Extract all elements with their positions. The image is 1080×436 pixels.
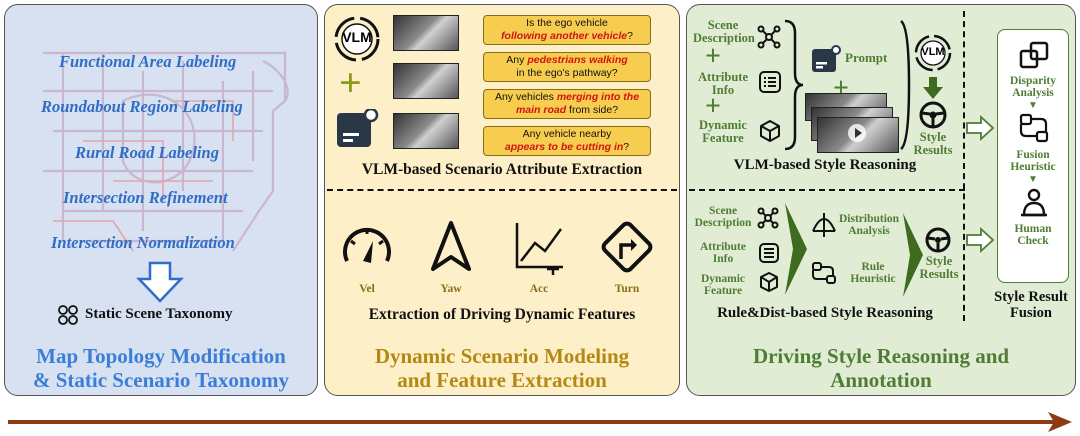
human-check-label: Human Check [1014, 223, 1052, 247]
top-dynamic-feature-label: Dynamic Feature [699, 118, 747, 145]
vlm-style-caption: VLM-based Style Reasoning [733, 157, 917, 173]
bottom-style-results-label: Style Results [919, 254, 959, 281]
list-icon [759, 71, 781, 93]
question-merging: Any vehicles merging into the main road … [483, 89, 651, 119]
cube-icon [760, 120, 780, 142]
map-topology-panel: Functional Area Labeling Roundabout Regi… [4, 4, 318, 396]
panel3-title-line1: Driving Style Reasoning and [752, 344, 1010, 368]
play-icon [848, 124, 866, 142]
attribute-extraction-caption: VLM-based Scenario Attribute Extraction [361, 161, 643, 178]
steering-wheel-icon [919, 101, 947, 129]
disparity-analysis-label: Disparity Analysis [1010, 75, 1056, 99]
turn-sign-icon [601, 221, 653, 273]
rule-style-caption: Rule&Dist-based Style Reasoning [717, 305, 933, 321]
rural-road-label: Rural Road Labeling [75, 143, 219, 162]
feature-turn-label: Turn [614, 283, 640, 295]
fusion-box [997, 29, 1069, 283]
plus-icon: + [705, 91, 721, 122]
acceleration-icon [515, 223, 563, 275]
chevron-arrow-icon [785, 203, 807, 295]
fusion-caption: Style Result Fusion [994, 289, 1068, 321]
taxonomy-label: Static Scene Taxonomy [85, 306, 233, 322]
pipeline-arrow [8, 412, 1072, 432]
feature-vel-label: Vel [359, 283, 375, 295]
down-arrow-icon: ▼ [1028, 100, 1038, 111]
vlm-badge-text: VLM [921, 46, 945, 58]
bottom-scene-description-label: Scene Description [694, 205, 752, 229]
scene-graph-icon [757, 207, 779, 229]
scene-thumbnail [393, 63, 459, 99]
functional-area-label: Functional Area Labeling [59, 52, 237, 71]
top-scene-description-label: Scene Description [693, 18, 755, 45]
dynamic-features-caption: Extraction of Driving Dynamic Features [368, 306, 636, 323]
roundabout-label: Roundabout Region Labeling [41, 97, 243, 116]
down-arrow-icon [136, 261, 184, 303]
top-attribute-info-label: Attribute Info [698, 70, 748, 97]
panel2-title-line1: Dynamic Scenario Modeling [374, 344, 630, 368]
list-icon [759, 243, 779, 263]
distribution-icon [812, 213, 836, 237]
speedometer-icon [343, 227, 391, 263]
rule-heuristic-icon [1019, 113, 1049, 143]
down-arrow-icon: ▼ [1028, 174, 1038, 185]
right-arrow-icon [966, 115, 995, 141]
road-map-image [43, 51, 289, 252]
prompt-doc-icon [812, 45, 841, 72]
human-check-icon [1021, 188, 1047, 217]
intersection-refinement-label: Intersection Refinement [63, 188, 228, 207]
vlm-icon [334, 16, 380, 62]
rule-heuristic-icon [812, 262, 836, 284]
vlm-icon [914, 34, 952, 72]
panel2-title-line2: and Feature Extraction [397, 368, 607, 392]
taxonomy-icon [58, 305, 78, 325]
right-brace-icon [900, 20, 911, 150]
cube-icon [760, 272, 778, 292]
yaw-icon [431, 221, 471, 271]
top-style-results-label: Style Results [913, 130, 953, 157]
panel3-v-divider [963, 11, 965, 321]
right-arrow-icon [966, 227, 995, 253]
plus-icon: + [705, 41, 721, 72]
plus-icon: + [339, 60, 362, 105]
scene-graph-icon [757, 25, 781, 49]
prompt-label: Prompt [845, 50, 888, 65]
panel2-divider [327, 189, 677, 191]
panel1-title-line2: & Static Scenario Taxonomy [32, 368, 290, 392]
distribution-analysis-label: Distribution Analysis [839, 213, 900, 237]
down-arrow-icon [923, 77, 943, 99]
vlm-badge-text: VLM [342, 29, 372, 45]
rule-heuristic-label: Rule Heuristic [850, 261, 896, 285]
brace-icon [784, 19, 804, 151]
panel3-h-divider [689, 189, 965, 191]
fusion-heuristic-label: Fusion Heuristic [1010, 149, 1056, 173]
feature-acc-label: Acc [529, 283, 549, 295]
intersection-normalization-label: Intersection Normalization [51, 233, 235, 252]
layers-icon [1019, 41, 1049, 69]
steering-wheel-icon [925, 227, 951, 253]
scene-thumbnail [393, 15, 459, 51]
bottom-dynamic-feature-label: Dynamic Feature [700, 273, 746, 297]
panel3-title-line2: Annotation [830, 368, 932, 392]
panel1-title-line1: Map Topology Modification [36, 344, 286, 368]
scene-thumbnail [393, 113, 459, 149]
prompt-doc-icon [337, 109, 379, 147]
bottom-attribute-info-label: Attribute Info [700, 241, 746, 265]
driving-style-panel: Scene Description Attribute Info Dynamic… [686, 4, 1076, 396]
chevron-arrow-icon [903, 213, 923, 297]
feature-yaw-label: Yaw [440, 283, 462, 295]
